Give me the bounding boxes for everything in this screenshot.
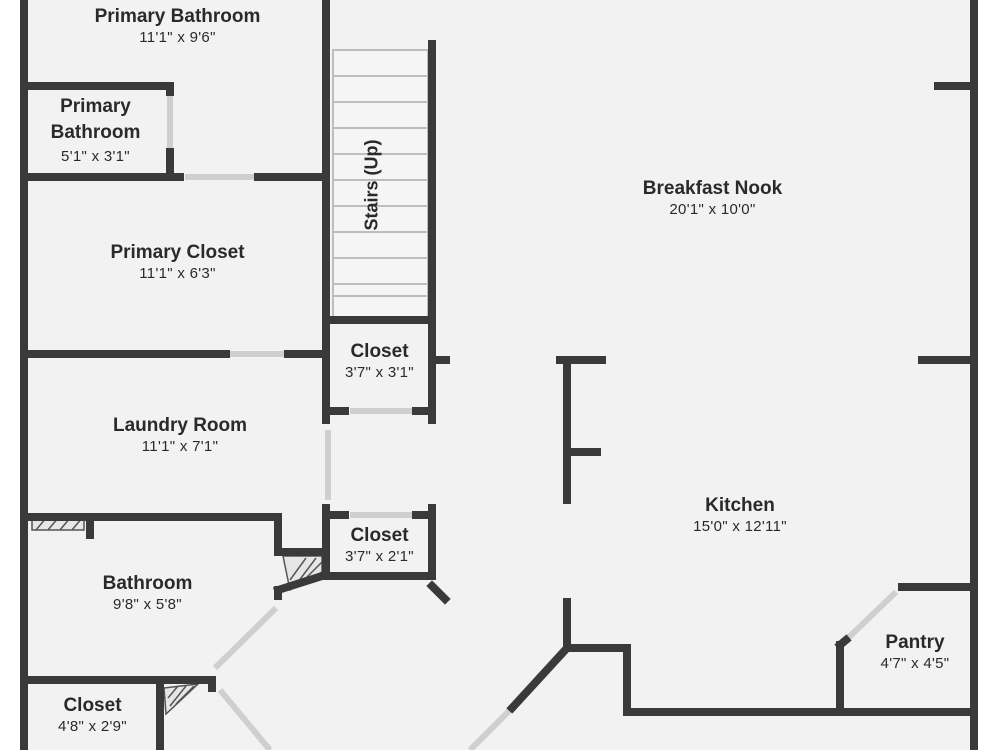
- room-laundry: Laundry Room 11'1" x 7'1": [60, 415, 300, 456]
- floor-area: [24, 0, 974, 750]
- room-dimensions: 15'0" x 12'11": [693, 517, 787, 535]
- walls: [20, 0, 978, 750]
- room-dimensions: 20'1" x 10'0": [669, 200, 756, 218]
- room-dimensions: 3'7" x 2'1": [345, 547, 414, 565]
- room-dimensions: 11'1" x 6'3": [139, 264, 216, 282]
- room-breakfast-nook: Breakfast Nook 20'1" x 10'0": [590, 178, 835, 219]
- room-dimensions: 11'1" x 9'6": [139, 28, 216, 46]
- room-bathroom: Bathroom 9'8" x 5'8": [60, 573, 235, 614]
- room-name: Primary Closet: [110, 242, 245, 263]
- room-dimensions: 11'1" x 7'1": [141, 437, 219, 455]
- room-primary-closet: Primary Closet 11'1" x 6'3": [60, 242, 295, 283]
- room-name: Closet: [63, 695, 122, 716]
- room-name: Laundry Room: [112, 415, 248, 436]
- room-name: Bathroom: [102, 573, 193, 594]
- room-dimensions: 9'8" x 5'8": [113, 595, 182, 613]
- stairs-label: Stairs (Up): [361, 139, 382, 231]
- room-closet-bottom: Closet 4'8" x 2'9": [30, 695, 155, 736]
- room-name: Pantry: [885, 632, 945, 653]
- stair-treads: [332, 49, 429, 321]
- room-name: Kitchen: [705, 495, 775, 516]
- room-name: Primary Bathroom: [50, 96, 141, 143]
- room-dimensions: 4'8" x 2'9": [58, 717, 127, 735]
- room-name: Breakfast Nook: [642, 178, 783, 199]
- room-primary-bathroom: Primary Bathroom 11'1" x 9'6": [60, 6, 295, 47]
- room-primary-bathroom-small: Primary Bathroom 5'1" x 3'1": [38, 94, 153, 166]
- room-name: Closet: [350, 525, 409, 546]
- room-closet-lower: Closet 3'7" x 2'1": [331, 525, 428, 566]
- room-kitchen: Kitchen 15'0" x 12'11": [640, 495, 840, 536]
- room-dimensions: 3'7" x 3'1": [345, 363, 414, 381]
- room-dimensions: 5'1" x 3'1": [61, 148, 130, 165]
- room-pantry: Pantry 4'7" x 4'5": [855, 632, 975, 673]
- room-closet-upper: Closet 3'7" x 3'1": [331, 341, 428, 382]
- room-dimensions: 4'7" x 4'5": [880, 654, 950, 672]
- room-name: Closet: [350, 341, 409, 362]
- room-name: Primary Bathroom: [94, 6, 261, 27]
